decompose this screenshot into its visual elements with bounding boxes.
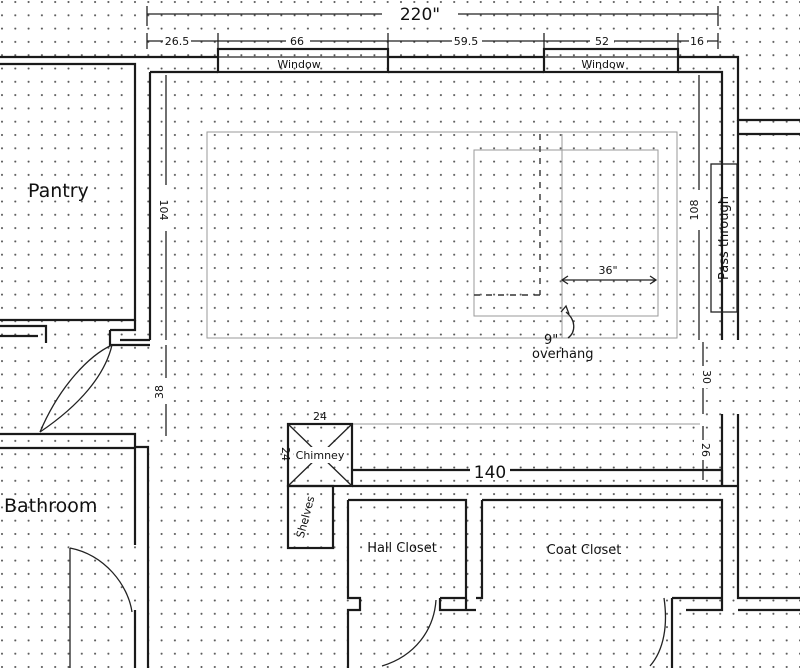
dim-pass-gap: 30 <box>700 370 713 384</box>
door-swing-hall-closet <box>381 599 437 667</box>
dim-seg-right: 16 <box>690 35 704 48</box>
dim-left-wall: 104 <box>157 200 170 221</box>
coat-closet: Coat Closet <box>476 498 724 668</box>
small-right-dimension: 26 <box>694 426 712 480</box>
hall-closet-label: Hall Closet <box>367 541 437 556</box>
segment-dimensions: 26.5 66 59.5 52 16 <box>146 33 719 49</box>
pantry-door-frame <box>0 320 150 347</box>
pantry-label: Pantry <box>28 180 89 202</box>
dim-window1: 66 <box>290 35 304 48</box>
dim-door-gap: 38 <box>153 385 166 399</box>
bathroom-walls <box>0 432 150 668</box>
door-swing-coat-closet <box>649 597 667 667</box>
window-right: Window <box>542 47 680 74</box>
overhang-annotation: 9" overhang <box>532 304 593 362</box>
chimney: Chimney 24 24 <box>279 410 354 488</box>
overhang-label: overhang <box>532 347 593 362</box>
door-gap-dimension: 38 <box>153 345 171 436</box>
dim-chimney-side: 24 <box>279 447 292 461</box>
overall-width-label: 220" <box>400 5 440 25</box>
bathroom-label: Bathroom <box>4 495 97 517</box>
bottom-wall: 140 <box>352 462 738 488</box>
overall-width-dimension: 220" <box>146 3 719 26</box>
dim-island-depth: 36" <box>598 264 617 277</box>
window-left-label: Window <box>277 58 320 71</box>
dim-right-wall: 108 <box>688 200 701 221</box>
top-wall: Window Window <box>0 47 800 340</box>
pass-through-label: Pass through <box>717 196 732 280</box>
window-left: Window <box>216 47 390 74</box>
overhang-value: 9" <box>544 333 558 348</box>
window-right-label: Window <box>581 58 624 71</box>
dim-window2: 52 <box>595 35 609 48</box>
dim-small-right: 26 <box>699 443 712 457</box>
hall-closet: Hall Closet <box>346 498 476 668</box>
pass-through: Pass through <box>710 163 738 313</box>
dim-chimney-top: 24 <box>313 410 327 423</box>
coat-closet-label: Coat Closet <box>547 543 622 558</box>
chimney-label: Chimney <box>296 449 345 462</box>
left-wall-dimension: 104 <box>154 75 172 340</box>
dim-middle: 59.5 <box>454 35 479 48</box>
dim-bottom-wall: 140 <box>474 463 506 483</box>
pass-gap-dimension: 30 <box>694 342 713 414</box>
dim-seg-left: 26.5 <box>165 35 190 48</box>
right-wall-dimension: 108 <box>688 75 706 340</box>
island-guides <box>206 131 700 425</box>
door-swing-kitchen <box>39 344 113 433</box>
island-depth-dimension: 36" <box>560 262 658 285</box>
door-swing-bathroom <box>69 547 133 668</box>
